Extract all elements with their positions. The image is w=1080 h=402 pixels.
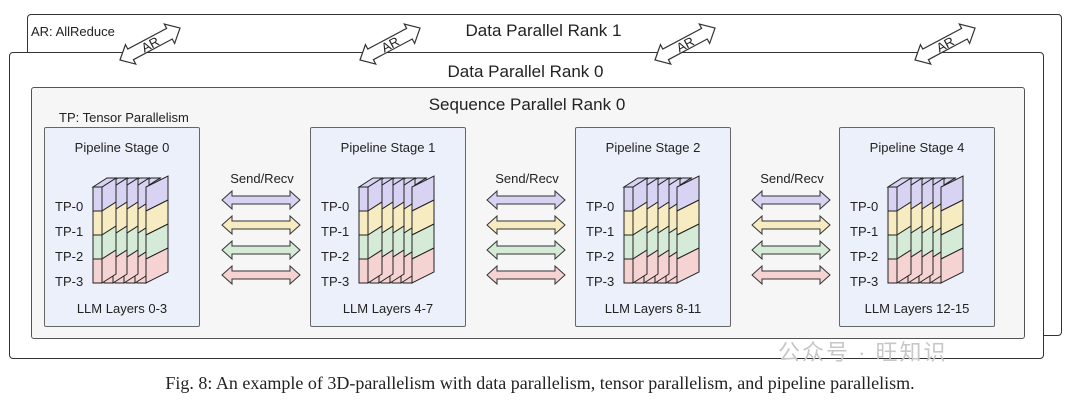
llm-layers-label: LLM Layers 0-3	[76, 301, 168, 316]
tp-3-label: TP-3	[55, 274, 84, 289]
pipeline-stage-title: Pipeline Stage 4	[869, 140, 965, 155]
stack-side-face	[940, 247, 964, 284]
slab-top	[622, 177, 649, 188]
allreduce-arrow: AR	[359, 23, 421, 66]
stack-side-face	[676, 247, 700, 284]
slab-front	[92, 258, 103, 284]
slab-top	[357, 177, 384, 188]
tp-0-label: TP-0	[850, 199, 879, 214]
tp-3-label: TP-3	[321, 274, 350, 289]
send-recv-arrow	[221, 264, 301, 286]
tp-2-label: TP-2	[586, 249, 615, 264]
tp-0-label: TP-0	[321, 199, 350, 214]
pipeline-stage-0: Pipeline Stage 0 TP-0 TP-1 TP-2 TP-3 LLM…	[44, 127, 200, 327]
allreduce-legend: AR: AllReduce	[31, 24, 115, 39]
send-recv-arrow	[221, 239, 301, 261]
pipeline-stage-4: Pipeline Stage 4 TP-0 TP-1 TP-2 TP-3 LLM…	[839, 127, 995, 327]
pipeline-stage-title: Pipeline Stage 1	[340, 140, 436, 155]
layer-stack-block	[622, 175, 700, 284]
slab-front	[358, 258, 369, 284]
pipeline-stage-title: Pipeline Stage 0	[74, 140, 170, 155]
slab-top	[91, 177, 118, 188]
tp-2-label: TP-2	[55, 249, 84, 264]
send-recv-arrow	[486, 239, 566, 261]
data-parallel-rank-0-title: Data Parallel Rank 0	[447, 62, 604, 81]
allreduce-arrow: AR	[654, 23, 716, 66]
pipeline-stage-1: Pipeline Stage 1 TP-0 TP-1 TP-2 TP-3 LLM…	[310, 127, 466, 327]
send-recv-arrow	[221, 189, 301, 211]
tp-3-label: TP-3	[850, 274, 879, 289]
layer-stack-block	[357, 175, 435, 284]
tp-0-label: TP-0	[586, 199, 615, 214]
send-recv-arrow	[486, 214, 566, 236]
slab-front	[887, 258, 898, 284]
layer-stack-block	[886, 175, 964, 284]
figure-caption: Fig. 8: An example of 3D-parallelism wit…	[165, 373, 915, 393]
send-recv-arrow	[751, 239, 831, 261]
data-parallel-rank-1-title: Data Parallel Rank 1	[465, 21, 622, 40]
sequence-parallel-rank-0-title: Sequence Parallel Rank 0	[428, 95, 626, 114]
send-recv-arrow	[751, 264, 831, 286]
watermark-text: 公众号 · 旺知识	[778, 340, 948, 365]
stack-side-face	[411, 247, 435, 284]
pipeline-stage-2: Pipeline Stage 2 TP-0 TP-1 TP-2 TP-3 LLM…	[575, 127, 731, 327]
send-recv-label: Send/Recv	[760, 171, 824, 186]
tp-1-label: TP-1	[321, 224, 350, 239]
stack-side-face	[145, 247, 169, 284]
send-recv-arrow	[486, 189, 566, 211]
slab-top	[886, 177, 913, 188]
ar-tag: AR	[379, 34, 402, 56]
tp-3-label: TP-3	[586, 274, 615, 289]
send-recv-arrow	[486, 264, 566, 286]
llm-layers-label: LLM Layers 8-11	[604, 301, 702, 316]
send-recv-label: Send/Recv	[230, 171, 294, 186]
tp-1-label: TP-1	[586, 224, 615, 239]
ar-tag: AR	[934, 34, 957, 56]
tp-2-label: TP-2	[850, 249, 879, 264]
send-recv-arrow	[751, 189, 831, 211]
ar-tag: AR	[139, 34, 162, 56]
tp-2-label: TP-2	[321, 249, 350, 264]
llm-layers-label: LLM Layers 4-7	[342, 301, 434, 316]
send-recv-label: Send/Recv	[495, 171, 559, 186]
tp-0-label: TP-0	[55, 199, 84, 214]
tensor-parallelism-legend: TP: Tensor Parallelism	[59, 110, 189, 125]
llm-layers-label: LLM Layers 12-15	[864, 301, 970, 316]
tp-1-label: TP-1	[850, 224, 879, 239]
pipeline-stage-title: Pipeline Stage 2	[605, 140, 701, 155]
allreduce-arrow: AR	[119, 23, 181, 66]
send-recv-arrow	[751, 214, 831, 236]
send-recv-arrow	[221, 214, 301, 236]
ar-tag: AR	[674, 34, 697, 56]
allreduce-arrow: AR	[914, 23, 976, 66]
slab-front	[623, 258, 634, 284]
allreduce-arrows: AR AR AR AR	[119, 23, 976, 66]
tp-1-label: TP-1	[55, 224, 84, 239]
layer-stack-block	[91, 175, 169, 284]
